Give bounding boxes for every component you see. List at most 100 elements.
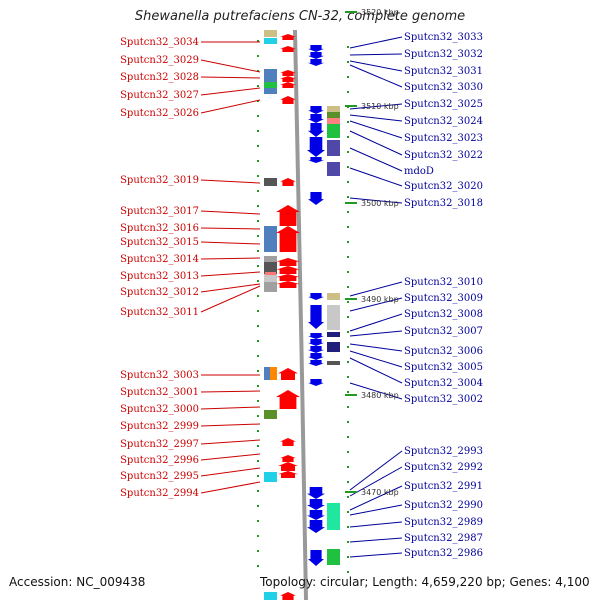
reverse-gene-arrow	[308, 346, 324, 353]
tick-mark	[347, 76, 349, 78]
label-connector	[349, 167, 403, 187]
tick-mark	[257, 40, 259, 42]
label-connector	[200, 87, 261, 96]
cog-box	[327, 118, 340, 124]
label-connector	[349, 504, 403, 516]
gene-label-right: Sputcn32_3025	[404, 99, 483, 110]
map-title: Shewanella putrefaciens CN-32, complete …	[134, 9, 466, 24]
gene-label-left: Sputcn32_3014	[120, 254, 199, 265]
forward-gene-arrow	[280, 70, 296, 76]
forward-gene-arrow	[280, 455, 296, 462]
cog-box	[264, 472, 277, 482]
kbp-label: 3520 kbp	[361, 8, 399, 17]
tick-mark	[257, 265, 259, 267]
tick-mark	[257, 565, 259, 567]
label-connector	[200, 453, 261, 461]
tick-mark	[347, 451, 349, 453]
genome-backbone	[293, 29, 308, 600]
reverse-gene-arrow	[308, 550, 324, 566]
gene-label-left: Sputcn32_2994	[120, 488, 199, 499]
tick-mark	[347, 481, 349, 483]
gene-label-left: Sputcn32_3012	[120, 287, 199, 298]
gene-label-left: Sputcn32_3003	[120, 370, 199, 381]
tick-mark	[257, 145, 259, 147]
tick-mark	[257, 280, 259, 282]
tick-mark	[257, 175, 259, 177]
tick-mark	[347, 301, 349, 303]
tick-mark	[347, 421, 349, 423]
reverse-gene-arrow	[308, 192, 324, 205]
gene-label-right: Sputcn32_3010	[404, 277, 483, 288]
reverse-gene-arrow	[308, 333, 324, 339]
label-connector	[349, 53, 403, 56]
label-connector	[349, 130, 403, 156]
tick-mark	[257, 445, 259, 447]
reverse-gene-arrow	[307, 487, 325, 499]
gene-label-right: Sputcn32_3009	[404, 293, 483, 304]
tick-mark	[347, 46, 349, 48]
tick-mark	[257, 400, 259, 402]
tick-mark	[347, 226, 349, 228]
label-connector	[200, 390, 261, 393]
gene-label-left: Sputcn32_3015	[120, 237, 199, 248]
cog-box	[327, 342, 340, 352]
label-connector	[200, 99, 261, 114]
gene-label-right: Sputcn32_3002	[404, 394, 483, 405]
label-connector	[349, 297, 403, 312]
label-connector	[200, 76, 261, 79]
label-connector	[349, 521, 403, 528]
label-connector	[200, 227, 261, 230]
gene-label-left: Sputcn32_3017	[120, 206, 199, 217]
forward-gene-arrow	[280, 592, 296, 600]
tick-mark	[347, 511, 349, 513]
gene-label-left: Sputcn32_3034	[120, 37, 199, 48]
tick-mark	[257, 130, 259, 132]
forward-gene-arrow	[280, 34, 296, 40]
tick-mark	[257, 310, 259, 312]
reverse-gene-arrow	[308, 293, 324, 300]
tick-mark	[347, 286, 349, 288]
tick-mark	[257, 430, 259, 432]
reverse-gene-arrow	[307, 499, 325, 510]
reverse-gene-arrow	[308, 59, 324, 66]
tick-mark	[347, 271, 349, 273]
reverse-gene-arrow	[308, 157, 324, 163]
gene-label-right: mdoD	[404, 166, 434, 177]
gene-label-right: Sputcn32_3018	[404, 198, 483, 209]
cog-box	[264, 30, 277, 37]
cog-box	[264, 274, 277, 282]
tick-mark	[257, 160, 259, 162]
forward-gene-arrow	[276, 390, 300, 409]
kbp-label: 3510 kbp	[361, 102, 399, 111]
cog-box	[327, 162, 340, 176]
tick-mark	[347, 346, 349, 348]
reverse-gene-arrow	[308, 353, 324, 360]
cog-box	[264, 226, 277, 252]
cog-box	[327, 112, 340, 118]
tick-mark	[257, 85, 259, 87]
tick-mark	[347, 316, 349, 318]
gene-label-left: Sputcn32_2996	[120, 455, 199, 466]
gene-label-left: Sputcn32_3000	[120, 404, 199, 415]
label-connector	[349, 103, 403, 110]
gene-label-left: Sputcn32_2997	[120, 439, 199, 450]
label-connector	[200, 241, 261, 245]
gene-label-right: Sputcn32_2989	[404, 517, 483, 528]
label-connector	[200, 271, 261, 277]
gene-label-right: Sputcn32_3022	[404, 150, 483, 161]
cog-box	[264, 256, 277, 262]
cog-box	[265, 272, 276, 275]
tick-mark	[347, 571, 349, 573]
gene-label-left: Sputcn32_3011	[120, 307, 199, 318]
cog-box	[327, 106, 340, 112]
tick-mark	[347, 496, 349, 498]
cog-box	[264, 592, 277, 600]
tick-mark	[257, 370, 259, 372]
gene-label-left: Sputcn32_2999	[120, 421, 199, 432]
forward-gene-arrow	[278, 471, 298, 478]
tick-mark	[347, 241, 349, 243]
cog-box	[264, 88, 277, 94]
forward-gene-arrow	[280, 96, 296, 104]
label-connector	[349, 281, 403, 297]
tick-mark	[257, 115, 259, 117]
